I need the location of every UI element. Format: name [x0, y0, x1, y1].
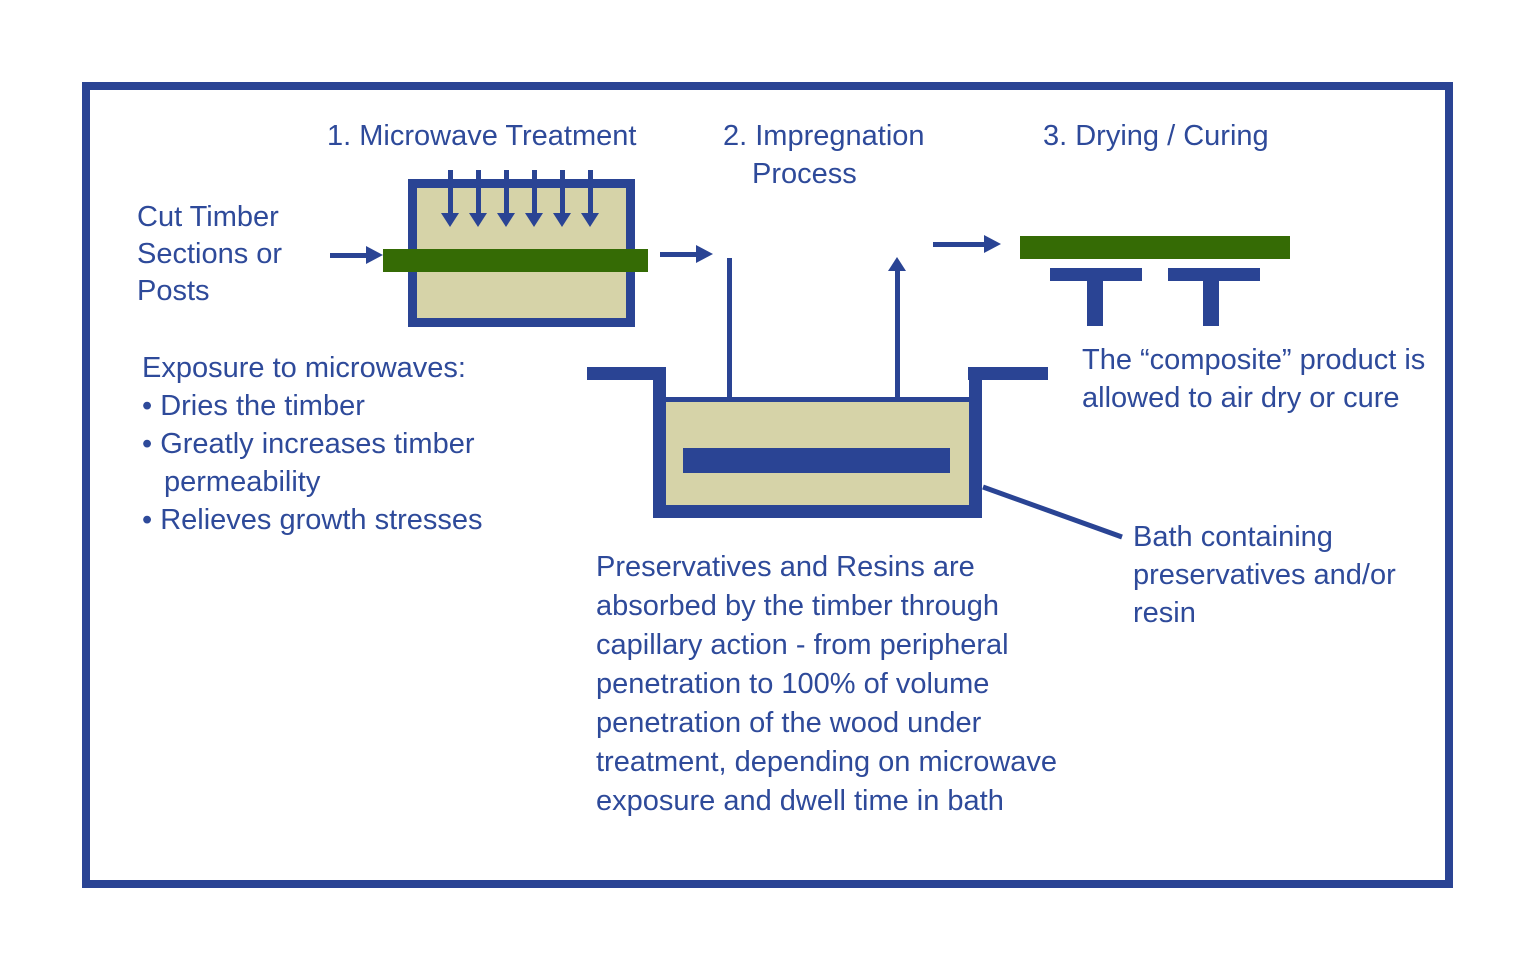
support-t2-stem: [1203, 281, 1219, 326]
bath-wall-right: [969, 367, 982, 518]
cut-timber-label: Cut Timber Sections or Posts: [137, 201, 283, 307]
input-arrow-right-icon: [366, 246, 383, 264]
microwave-arrow-down-icon: [469, 213, 487, 227]
stage2-title-line2: Process: [752, 158, 857, 190]
microwave-arrow-shaft-icon: [504, 170, 509, 215]
diagram-border: [82, 82, 1453, 888]
support-t1-stem: [1087, 281, 1103, 326]
composite-product-label: The “composite” product is allowed to ai…: [1082, 344, 1426, 414]
bath-callout-label: Bath containing preservatives and/or res…: [1133, 521, 1396, 629]
stage1-title: 1. Microwave Treatment: [327, 120, 637, 152]
exposure-bullet-list: • Dries the timber • Greatly increases t…: [142, 387, 582, 539]
bath-bottom: [653, 505, 982, 518]
microwave-arrow-shaft-icon: [560, 170, 565, 215]
microwave-arrow-shaft-icon: [588, 170, 593, 215]
composite-board: [1020, 236, 1290, 259]
microwave-arrow-down-icon: [581, 213, 599, 227]
output-arrow-shaft-icon: [660, 252, 698, 257]
microwave-arrow-shaft-icon: [476, 170, 481, 215]
exposure-block: Exposure to microwaves: • Dries the timb…: [142, 349, 582, 539]
bath-timber-bar: [683, 448, 950, 473]
exposure-bullet: • Greatly increases timber permeability: [142, 428, 475, 498]
microwave-arrow-down-icon: [553, 213, 571, 227]
to-drying-arrow-right-icon: [984, 235, 1001, 253]
into-bath-arrow-shaft-icon: [727, 258, 732, 420]
microwave-arrow-down-icon: [497, 213, 515, 227]
bath-liquid-surface: [666, 397, 969, 402]
out-of-bath-arrow-shaft-icon: [895, 271, 900, 431]
microwave-arrow-down-icon: [525, 213, 543, 227]
support-t2-bar: [1168, 268, 1260, 281]
microwave-arrow-shaft-icon: [532, 170, 537, 215]
support-t1-bar: [1050, 268, 1142, 281]
to-drying-arrow-shaft-icon: [933, 242, 985, 247]
timber-bar: [383, 249, 648, 272]
output-arrow-right-icon: [696, 245, 713, 263]
bath-flange-left: [587, 367, 666, 380]
bath-wall-left: [653, 367, 666, 518]
microwave-arrow-shaft-icon: [448, 170, 453, 215]
stage3-title: 3. Drying / Curing: [1043, 120, 1269, 152]
absorption-paragraph: Preservatives and Resins are absorbed by…: [596, 551, 1058, 817]
out-of-bath-arrow-up-icon: [888, 257, 906, 271]
bath-flange-right: [968, 367, 1048, 380]
microwave-arrow-down-icon: [441, 213, 459, 227]
exposure-heading: Exposure to microwaves:: [142, 352, 466, 384]
stage2-title-line1: 2. Impregnation: [723, 120, 925, 152]
exposure-bullet: • Relieves growth stresses: [142, 504, 483, 536]
exposure-bullet: • Dries the timber: [142, 390, 365, 422]
input-arrow-shaft-icon: [330, 253, 368, 258]
